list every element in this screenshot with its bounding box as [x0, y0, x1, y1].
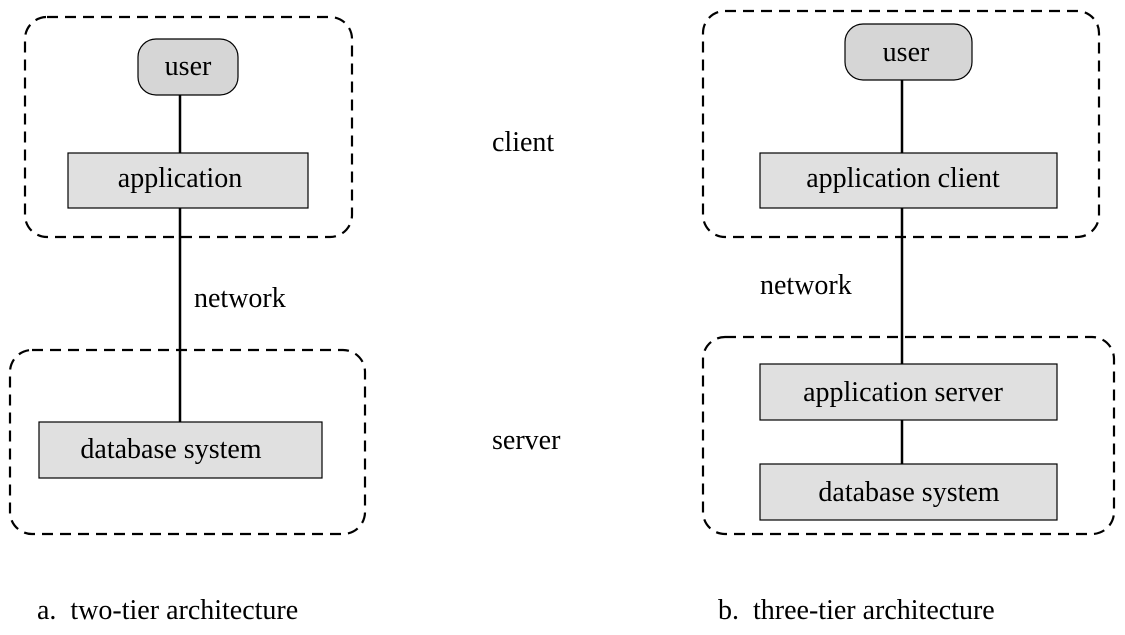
three-tier-app-server-node — [759, 363, 1058, 421]
two-tier-application-label: application — [118, 163, 242, 194]
three-tier-user-label: user — [883, 37, 930, 68]
three-tier-app-client-label: application client — [806, 163, 1000, 194]
server-tier-label: server — [492, 425, 561, 456]
three-tier-database-node — [759, 463, 1058, 521]
three-tier-caption: b. three-tier architecture — [718, 595, 995, 626]
two-tier-caption: a. two-tier architecture — [37, 595, 298, 626]
three-tier-app-server-label: application server — [803, 377, 1003, 408]
two-tier-database-node — [38, 421, 323, 479]
two-tier-application-node — [67, 152, 309, 209]
two-tier-user-node — [137, 38, 239, 96]
two-tier-server-region — [8, 348, 367, 536]
two-tier-database-label: database system — [80, 434, 261, 465]
three-tier-network-label: network — [760, 270, 852, 301]
three-tier-database-label: database system — [818, 477, 999, 508]
client-tier-label: client — [492, 127, 554, 158]
two-tier-user-label: user — [165, 51, 212, 82]
three-tier-server-region — [701, 335, 1116, 536]
two-tier-client-region — [23, 15, 354, 239]
two-tier-network-label: network — [194, 283, 286, 314]
three-tier-diagram: user application client network applicat… — [701, 9, 1116, 626]
three-tier-app-client-node — [759, 152, 1058, 209]
two-tier-diagram: user application network database system… — [8, 15, 367, 626]
three-tier-user-node — [844, 23, 973, 81]
